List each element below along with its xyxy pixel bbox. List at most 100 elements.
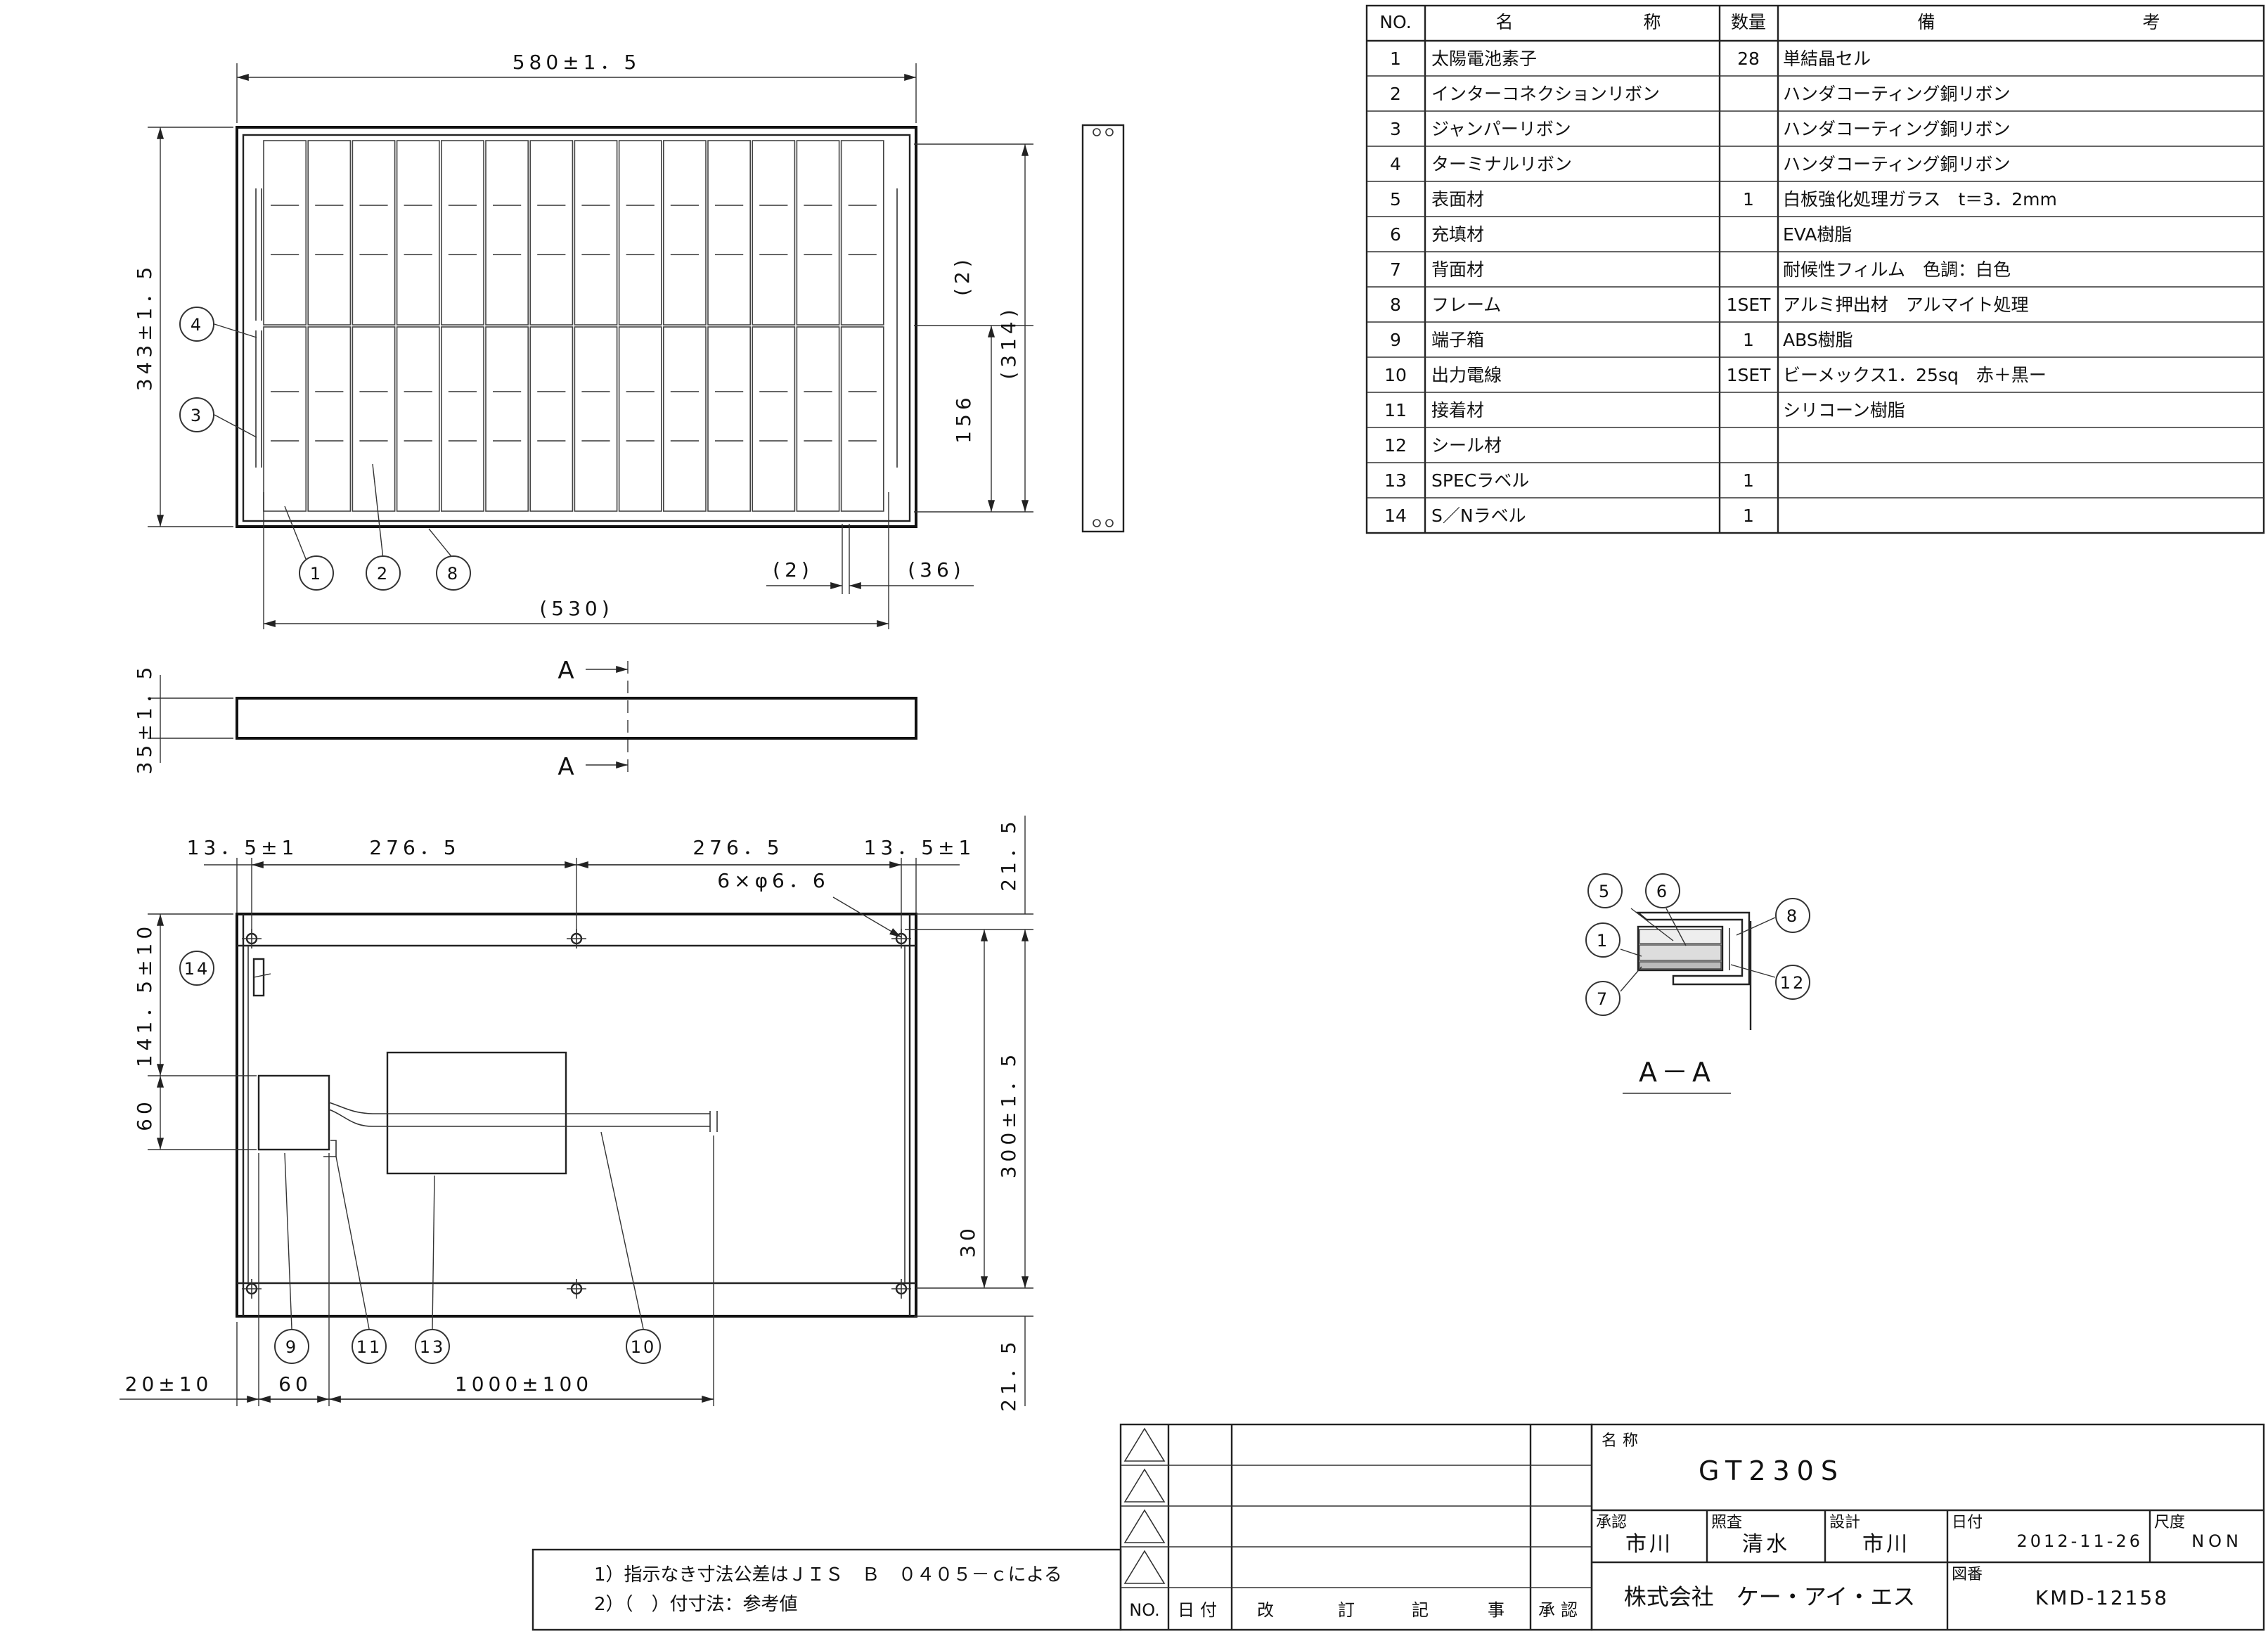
dim-back-13-5-left: 13．5±1 (187, 836, 299, 859)
solar-cell (840, 326, 884, 512)
row-no: 13 (1384, 470, 1407, 491)
note-line-2: 2）（ ）付寸法：参考値 (594, 1594, 798, 1615)
front-dimensions: 580±1．5 343±1．5 (2) (314) 156 (530) (2) … (133, 51, 1033, 629)
row-name: ターミナルリボン (1431, 154, 1572, 174)
title-approve-label: 承認 (1596, 1514, 1627, 1531)
balloon-label: 8 (447, 564, 460, 584)
row-qty: 1SET (1727, 295, 1772, 315)
row-note: 白板強化処理ガラス t＝3．2mm (1783, 189, 2057, 210)
balloon-label: 7 (1597, 989, 1609, 1009)
solar-cell (529, 140, 574, 326)
back-view (236, 913, 917, 1318)
dim-314: (314) (997, 305, 1020, 379)
rev-header-approve: 承認 (1538, 1600, 1583, 1620)
title-name-label: 名称 (1602, 1432, 1644, 1450)
solar-cell (796, 326, 840, 512)
title-scale: NON (2191, 1531, 2243, 1551)
dim-back-60: 60 (278, 1372, 312, 1396)
solar-cell (263, 140, 307, 326)
balloon-1 (1585, 922, 1621, 958)
row-note: ハンダコーティング銅リボン (1783, 154, 2011, 174)
balloon-10 (626, 1329, 661, 1364)
rev-header-date: 日付 (1178, 1600, 1223, 1620)
dim-back-1000: 1000±100 (455, 1372, 593, 1396)
balloon-6 (1645, 873, 1680, 908)
title-design-label: 設計 (1829, 1514, 1860, 1531)
row-no: 3 (1390, 119, 1401, 139)
row-qty: 1SET (1727, 365, 1772, 385)
rev-header-ki: 記 (1412, 1600, 1429, 1620)
dim-back-30: 30 (956, 1224, 979, 1258)
row-note: 耐候性フィルム 色調：白色 (1783, 259, 2011, 280)
solar-cell (707, 326, 752, 512)
title-company: 株式会社 ケー・アイ・エス (1624, 1583, 1915, 1610)
solar-cell (574, 326, 618, 512)
balloon-label: 3 (191, 406, 203, 425)
row-no: 12 (1384, 435, 1407, 456)
dim-side-thickness: 35±1．5 (133, 663, 156, 775)
title-check: 清水 (1742, 1532, 1790, 1557)
dim-back-20: 20±10 (125, 1372, 213, 1396)
balloon-4 (179, 307, 214, 342)
title-block: 名称 GT230S 承認 市川 照査 清水 設計 市川 日付 2012-11-2… (1590, 1423, 2265, 1631)
col-header-note: 備 (1917, 12, 1935, 32)
dim-530: (530) (539, 597, 613, 620)
solar-cell (485, 326, 529, 512)
col-header-name: 名 (1495, 12, 1513, 32)
balloon-13 (415, 1329, 450, 1364)
balloon-2 (366, 555, 401, 591)
balloon-label: 4 (191, 315, 203, 335)
col-header-note-2: 考 (2142, 12, 2160, 32)
title-name: GT230S (1699, 1455, 1845, 1486)
balloon-5 (1587, 873, 1623, 908)
row-no: 5 (1390, 189, 1401, 210)
row-qty: 1 (1743, 330, 1754, 350)
solar-cell (574, 140, 618, 326)
spec-label (386, 1051, 567, 1175)
dim-back-21-5-bottom: 21．5 (997, 1337, 1020, 1411)
balloon-label: 2 (377, 564, 389, 584)
title-drawing-no: KMD-12158 (2035, 1586, 2169, 1609)
col-header-no: NO. (1379, 12, 1411, 32)
title-date-label: 日付 (1952, 1514, 1983, 1531)
side-view-right (1081, 124, 1125, 533)
balloon-label: 6 (1656, 882, 1669, 901)
solar-cell (752, 140, 796, 326)
solar-cell (396, 140, 440, 326)
solar-cell (752, 326, 796, 512)
balloon-14 (179, 951, 214, 986)
title-date: 2012-11-26 (2017, 1531, 2143, 1551)
row-no: 14 (1384, 506, 1407, 526)
dim-back-276-5-right: 276．5 (692, 836, 783, 859)
col-header-qty: 数量 (1731, 12, 1766, 32)
balloon-label: 1 (310, 564, 323, 584)
row-name: 充填材 (1431, 224, 1484, 245)
back-dimensions: 13．5±1 276．5 276．5 13．5±1 6×φ6．6 21．5 30… (120, 816, 1033, 1412)
dim-hole-spec: 6×φ6．6 (717, 869, 829, 892)
solar-cell (707, 140, 752, 326)
solar-cell (796, 140, 840, 326)
title-design: 市川 (1862, 1532, 1910, 1557)
row-qty: 1 (1743, 470, 1754, 491)
solar-cell (662, 326, 707, 512)
row-no: 10 (1384, 365, 1407, 385)
row-name: 太陽電池素子 (1431, 49, 1537, 69)
balloon-label: 11 (356, 1337, 382, 1357)
title-check-label: 照査 (1711, 1514, 1742, 1531)
row-no: 9 (1390, 330, 1401, 350)
row-name: 接着材 (1431, 400, 1484, 420)
row-no: 7 (1390, 259, 1401, 280)
dim-156: 156 (952, 393, 975, 443)
